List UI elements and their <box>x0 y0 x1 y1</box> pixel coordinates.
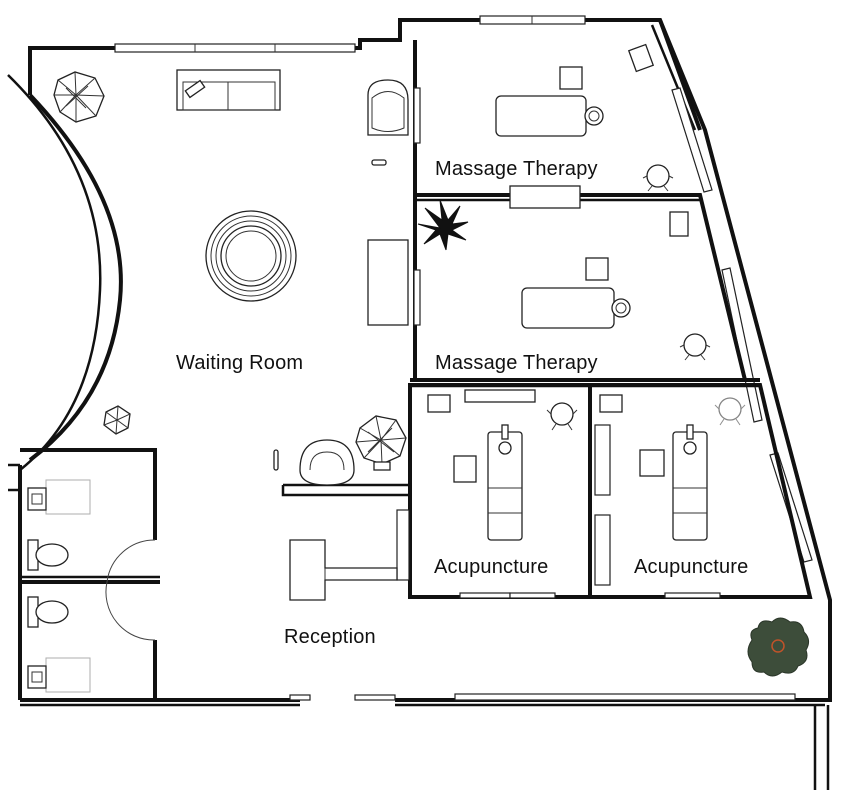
acu-2-cabinet-2 <box>594 514 611 586</box>
acu-2-door <box>664 592 721 599</box>
label-massage-therapy-2: Massage Therapy <box>435 352 598 374</box>
acu-1-headrest <box>498 441 512 455</box>
massage-table-2 <box>521 287 615 329</box>
massage-divider-shelf <box>509 185 581 209</box>
acu-2-headrest <box>683 441 697 455</box>
face-cradle-2 <box>611 298 631 318</box>
plant-massage-2 <box>417 199 469 251</box>
console-table <box>367 239 409 326</box>
armchair-bottom <box>299 439 355 486</box>
reception-desk <box>289 539 398 601</box>
reception-wall <box>281 483 412 497</box>
restroom-door-swing-2 <box>105 581 156 641</box>
armchair-top <box>367 79 409 136</box>
sink-2-counter <box>45 657 91 693</box>
label-waiting-room: Waiting Room <box>176 352 303 374</box>
massage-room-1-furniture <box>495 43 674 209</box>
sink-1 <box>27 487 47 511</box>
chair-massage-2 <box>679 333 711 361</box>
table-inner <box>225 230 277 282</box>
massage-2-door <box>413 269 421 326</box>
armchair-top-seat <box>371 91 405 132</box>
plant-reception <box>355 415 407 471</box>
sink-1-bowl <box>31 493 43 505</box>
window-right-1 <box>671 87 713 193</box>
cabinet-2 <box>669 211 689 237</box>
sofa-seat <box>182 81 276 111</box>
rug-ring <box>215 220 287 292</box>
room-labels: Massage Therapy Massage Therapy Waiting … <box>176 158 749 648</box>
label-acupuncture-2: Acupuncture <box>634 556 749 578</box>
plants <box>53 71 810 677</box>
entry-door-right <box>354 694 396 701</box>
face-cradle-2-inner <box>615 302 627 314</box>
label-acupuncture-1: Acupuncture <box>434 556 549 578</box>
acu-1-door <box>459 592 511 599</box>
chair-massage-1 <box>642 164 674 192</box>
acu-room-2-furniture <box>599 394 746 541</box>
massage-table <box>495 95 587 137</box>
rug-ring <box>210 215 292 297</box>
acu-2-cabinet <box>594 424 611 496</box>
window-top-left <box>114 43 356 53</box>
face-cradle-inner <box>588 110 600 122</box>
plant-reception-corner <box>747 617 810 677</box>
plant-waiting-small <box>103 405 131 435</box>
armchair-bottom-back <box>309 451 345 471</box>
top-wall <box>28 18 702 131</box>
massage-room-2-furniture <box>521 211 711 361</box>
waiting-furniture <box>176 69 409 486</box>
restroom-door-swing-1 <box>106 539 156 583</box>
acu-2-chair <box>714 397 746 426</box>
toilet-1 <box>27 539 69 571</box>
label-massage-therapy-1: Massage Therapy <box>435 158 598 180</box>
acu-room-1-furniture <box>427 389 578 541</box>
sink-2-bowl <box>31 671 43 683</box>
round-table <box>220 225 282 287</box>
acu-1-headrest-arm <box>501 424 509 440</box>
entry-door-left <box>289 694 311 701</box>
face-cradle <box>584 106 604 126</box>
acu-2-headrest-arm <box>686 424 694 440</box>
restroom-top-wall <box>20 448 157 540</box>
plant-top-left <box>53 71 105 123</box>
window-bottom <box>454 693 796 701</box>
cabinet <box>627 43 655 73</box>
reception-panel <box>396 509 410 581</box>
stool <box>559 66 583 90</box>
sink-2 <box>27 665 47 689</box>
doors <box>105 87 721 701</box>
curved-wall <box>28 93 123 462</box>
acu-1-door-2 <box>509 592 556 599</box>
curved-wall-outer <box>7 74 102 471</box>
wall-light-2 <box>273 449 279 471</box>
acu-1-chair <box>546 402 578 431</box>
acu-2-stool <box>639 449 665 477</box>
wall-light <box>371 159 387 166</box>
acu-1-stool <box>453 455 477 483</box>
label-reception: Reception <box>284 626 376 648</box>
sofa-pillow <box>184 79 206 99</box>
restroom-fixtures <box>27 479 91 693</box>
sink-1-counter <box>45 479 91 515</box>
stool-2 <box>585 257 609 281</box>
acu-1-counter <box>464 389 536 403</box>
toilet-2 <box>27 596 69 628</box>
acu-1-monitor <box>427 394 451 413</box>
acu-2-monitor <box>599 394 623 413</box>
massage-1-door <box>413 87 421 144</box>
